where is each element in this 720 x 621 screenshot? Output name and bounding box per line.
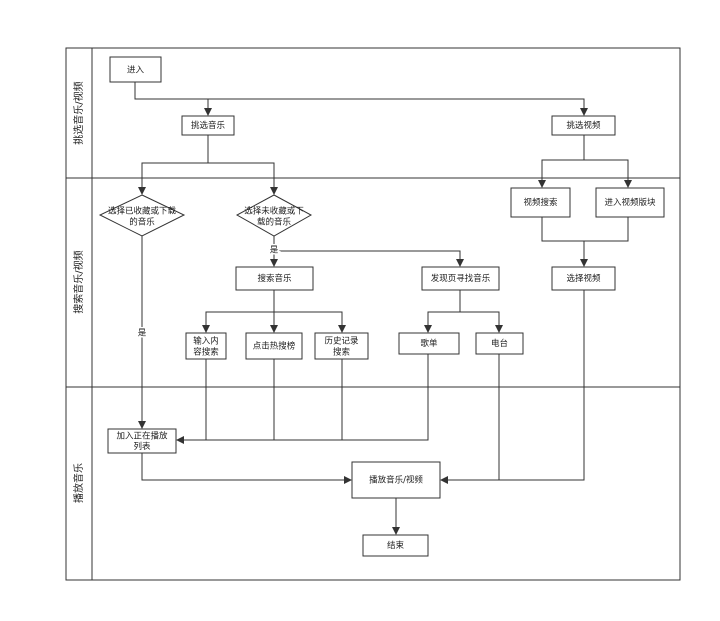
node-choose-video-label: 选择视频	[566, 273, 601, 284]
node-hot-chart: 点击热搜榜	[245, 332, 303, 360]
decision-unsaved-music-line1: 选择未收藏或下	[244, 206, 304, 217]
node-history-search: 历史记录 搜索	[314, 332, 369, 360]
node-history-search-line2: 搜索	[333, 347, 350, 358]
connectors	[134, 82, 632, 535]
decision-unsaved-music-line2: 载的音乐	[257, 217, 292, 228]
node-enter: 进入	[109, 56, 162, 83]
swimlane-frame	[65, 47, 681, 581]
node-radio-label: 电台	[491, 338, 508, 349]
node-input-search-line1: 输入内	[193, 336, 219, 347]
node-search-music-label: 搜索音乐	[257, 273, 292, 284]
node-pick-video: 挑选视频	[551, 115, 616, 136]
node-choose-video: 选择视频	[551, 266, 616, 291]
node-enter-video-section: 进入视频版块	[595, 187, 665, 218]
decision-saved-music: 选择已收藏或下载 的音乐	[98, 194, 186, 237]
lane-label-play: 播放音乐	[72, 463, 85, 503]
node-add-to-now-playing-line2: 列表	[133, 441, 151, 452]
node-pick-music: 挑选音乐	[181, 115, 235, 136]
node-input-search-line2: 容搜索	[193, 347, 219, 358]
node-play-media-label: 播放音乐/视频	[369, 475, 423, 486]
edge-label-yes-mid: 是	[270, 246, 279, 256]
decision-saved-music-line2: 的音乐	[129, 217, 155, 228]
decision-unsaved-music: 选择未收藏或下 载的音乐	[235, 194, 313, 237]
lane-label-search: 搜索音乐/视频	[72, 250, 85, 313]
node-history-search-line1: 历史记录	[324, 336, 359, 347]
node-hot-chart-label: 点击热搜榜	[253, 341, 296, 352]
node-playlist-label: 歌单	[420, 338, 438, 349]
node-add-to-now-playing: 加入正在播放 列表	[107, 428, 177, 454]
node-search-music: 搜索音乐	[235, 266, 314, 291]
node-end: 结束	[362, 534, 429, 557]
node-enter-video-section-label: 进入视频版块	[604, 197, 656, 208]
node-end-label: 结束	[387, 540, 405, 551]
node-enter-label: 进入	[127, 66, 145, 76]
node-radio: 电台	[475, 332, 524, 355]
node-input-search: 输入内 容搜索	[185, 332, 227, 360]
decision-saved-music-line1: 选择已收藏或下载	[108, 206, 177, 217]
lane-label-select: 挑选音乐/视频	[72, 81, 85, 144]
edge-label-yes-left: 是	[138, 329, 147, 339]
node-video-search: 视频搜索	[510, 187, 571, 218]
node-add-to-now-playing-line1: 加入正在播放	[116, 431, 168, 442]
node-playlist: 歌单	[398, 332, 460, 355]
node-discover-page-label: 发现页寻找音乐	[431, 273, 491, 284]
node-video-search-label: 视频搜索	[523, 197, 557, 208]
node-pick-music-label: 挑选音乐	[191, 120, 226, 131]
node-pick-video-label: 挑选视频	[566, 120, 601, 131]
node-discover-page: 发现页寻找音乐	[421, 266, 500, 291]
node-play-media: 播放音乐/视频	[351, 461, 441, 499]
